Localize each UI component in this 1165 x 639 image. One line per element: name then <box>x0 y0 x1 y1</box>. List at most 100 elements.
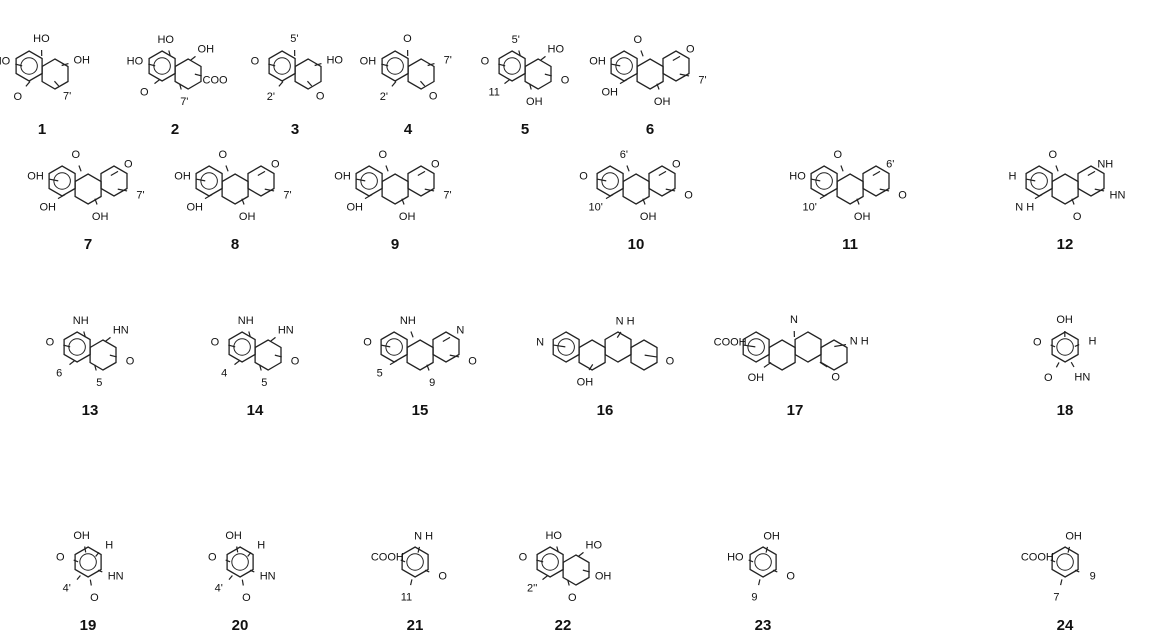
compound-number: 2 <box>170 121 180 138</box>
atom-label: O <box>468 355 477 367</box>
atom-label: O <box>1044 372 1053 384</box>
bond <box>84 546 87 553</box>
atom-label: HO <box>586 539 603 551</box>
ring-bond <box>406 339 434 371</box>
bond <box>179 83 182 90</box>
atom-label: OH <box>186 202 203 214</box>
compound-number: 12 <box>1056 236 1074 253</box>
atom-label: O <box>686 43 695 55</box>
aromatic-bond <box>557 338 575 356</box>
atom-label: 5 <box>261 377 267 389</box>
ring-bond <box>41 58 69 90</box>
compound-number: 7 <box>83 236 93 253</box>
atom-label: 6' <box>886 158 894 170</box>
bond <box>228 575 233 580</box>
bond <box>542 575 549 581</box>
atom-label: OH <box>577 377 594 389</box>
bond <box>1059 579 1063 586</box>
compound-number: 9 <box>390 236 400 253</box>
bond <box>274 354 282 358</box>
compound-number: 15 <box>411 402 429 419</box>
ring-bond <box>100 165 128 197</box>
bond <box>278 81 284 87</box>
bond <box>1055 362 1060 368</box>
atom-label: 6 <box>56 368 62 380</box>
ring-bond <box>294 58 322 90</box>
atom-label: HO <box>545 530 562 542</box>
compound-number: 1 <box>37 121 47 138</box>
bond <box>567 579 570 586</box>
atom-label: O <box>242 592 251 604</box>
bond <box>154 79 161 85</box>
bond <box>743 344 756 348</box>
bond <box>355 178 366 182</box>
ring-bond <box>195 165 223 197</box>
bond <box>498 63 506 67</box>
bond <box>391 81 397 87</box>
bond <box>110 170 119 177</box>
ring-bond <box>247 165 275 197</box>
ring-bond <box>381 173 409 205</box>
aromatic-bond <box>615 57 633 75</box>
atom-label: H <box>257 539 265 551</box>
bond <box>765 546 769 553</box>
bond <box>553 344 566 348</box>
bond <box>840 165 844 172</box>
ring-bond <box>552 331 580 363</box>
atom-label: O <box>403 33 412 45</box>
atom-label: 5' <box>290 33 298 45</box>
bond <box>389 359 398 366</box>
atom-label: O <box>786 570 795 582</box>
bond <box>748 559 754 563</box>
bond <box>772 569 778 573</box>
bond <box>642 198 646 205</box>
bond <box>204 193 213 200</box>
ring-bond <box>15 50 43 82</box>
atom-label: OH <box>854 211 871 223</box>
ring-bond <box>820 339 848 371</box>
bond <box>619 78 628 85</box>
bond <box>819 193 828 200</box>
ring-bond <box>536 546 564 578</box>
atom-label: 9 <box>1090 570 1096 582</box>
ring-bond <box>862 165 890 197</box>
aromatic-bond <box>273 57 291 75</box>
bond <box>228 344 236 348</box>
atom-label: O <box>561 74 570 86</box>
atom-label: NH <box>400 315 416 327</box>
bond <box>588 364 594 371</box>
atom-label: NH <box>73 315 89 327</box>
atom-label: O <box>1049 149 1058 161</box>
atom-label: 10' <box>803 202 817 214</box>
ring-bond <box>662 50 690 82</box>
bond <box>48 178 59 182</box>
atom-label: 5' <box>512 34 520 46</box>
atom-label: O <box>316 91 325 103</box>
ring-bond <box>810 165 838 197</box>
atom-label: OH <box>73 55 90 67</box>
bond <box>819 361 828 368</box>
ring-bond <box>1051 173 1079 205</box>
atom-label: COOH <box>714 337 747 349</box>
atom-label: H <box>105 539 113 551</box>
atom-label: OH <box>763 530 780 542</box>
atom-label: N H <box>414 530 433 542</box>
atom-label: OH <box>198 43 215 55</box>
bond <box>536 559 544 563</box>
bond <box>1094 188 1105 192</box>
bond <box>504 79 511 85</box>
bond <box>539 55 546 61</box>
bond <box>1067 546 1071 553</box>
bond <box>83 331 86 338</box>
atom-label: OH <box>174 171 191 183</box>
aromatic-bond <box>747 338 765 356</box>
bond <box>61 62 69 67</box>
atom-label: 4' <box>215 583 223 595</box>
